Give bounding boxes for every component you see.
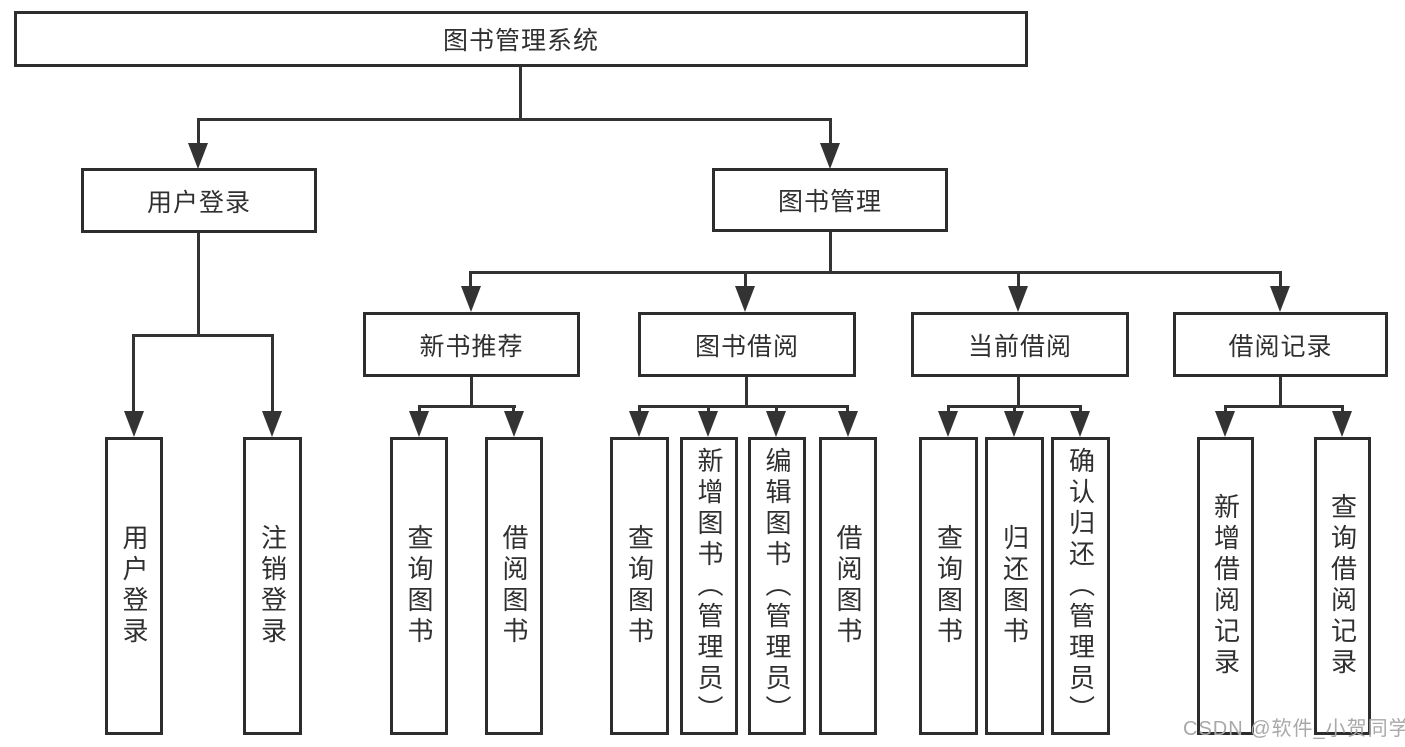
leaf-edit-book-admin: 编辑图书（管理员） — [748, 437, 806, 735]
arrowhead-down-icon — [735, 286, 755, 312]
connector-stub — [1013, 405, 1016, 413]
leaf-add-book-admin: 新增图书（管理员） — [680, 437, 738, 735]
connector-stub — [744, 271, 747, 288]
leaf-query-books: 查询图书 — [610, 437, 669, 735]
arrowhead-down-icon — [124, 411, 144, 437]
connector-level3-bar — [469, 271, 1282, 274]
leaf-add-borrow-record: 新增借阅记录 — [1197, 437, 1254, 735]
connector-stem — [470, 377, 473, 407]
node-new-book-recommend: 新书推荐 — [363, 312, 580, 377]
arrowhead-down-icon — [838, 411, 858, 437]
node-current-borrow: 当前借阅 — [911, 312, 1129, 377]
leaf-confirm-return-admin: 确认归还（管理员） — [1051, 437, 1110, 735]
connector-stem — [1017, 377, 1020, 407]
connector-stub — [132, 334, 135, 413]
arrowhead-down-icon — [1270, 286, 1290, 312]
connector-user-login-stem — [197, 233, 200, 336]
arrowhead-down-icon — [262, 411, 282, 437]
node-library-management-system: 图书管理系统 — [14, 11, 1028, 67]
connector-stub — [846, 405, 849, 413]
connector-stub — [1224, 405, 1227, 413]
leaf-user-login: 用户登录 — [105, 437, 163, 735]
connector-stub — [1017, 271, 1020, 288]
connector-book-mgmt-stem — [829, 232, 832, 273]
connector-stub — [469, 271, 472, 288]
leaf-query-borrow-record: 查询借阅记录 — [1314, 437, 1371, 735]
arrowhead-down-icon — [820, 143, 840, 169]
leaf-return-book: 归还图书 — [985, 437, 1044, 735]
arrowhead-down-icon — [629, 411, 649, 437]
arrowhead-down-icon — [938, 411, 958, 437]
connector-root-stem — [519, 67, 522, 120]
arrowhead-down-icon — [766, 411, 786, 437]
connector-stub — [418, 405, 421, 413]
node-book-borrow: 图书借阅 — [638, 312, 856, 377]
arrowhead-down-icon — [504, 411, 524, 437]
connector-bar — [418, 405, 516, 408]
connector-stub — [1341, 405, 1344, 413]
node-book-management: 图书管理 — [712, 168, 948, 232]
arrowhead-down-icon — [461, 286, 481, 312]
arrowhead-down-icon — [1004, 411, 1024, 437]
leaf-borrow-books: 借阅图书 — [819, 437, 877, 735]
connector-stub — [829, 118, 832, 146]
leaf-query-books: 查询图书 — [919, 437, 978, 735]
arrowhead-down-icon — [1332, 411, 1352, 437]
leaf-query-books: 查询图书 — [390, 437, 448, 735]
connector-stub — [271, 334, 274, 413]
node-user-login: 用户登录 — [81, 168, 317, 233]
arrowhead-down-icon — [1215, 411, 1235, 437]
arrowhead-down-icon — [1070, 411, 1090, 437]
arrowhead-down-icon — [188, 143, 208, 169]
connector-user-login-bar — [132, 334, 274, 337]
connector-stem — [745, 377, 748, 407]
csdn-watermark: CSDN @软件_小贺同学 — [1183, 718, 1405, 740]
connector-level1-bar — [197, 118, 832, 121]
connector-bar — [1224, 405, 1344, 408]
connector-stub — [1279, 271, 1282, 288]
leaf-logout: 注销登录 — [243, 437, 302, 735]
leaf-borrow-books: 借阅图书 — [485, 437, 543, 735]
connector-bar — [638, 405, 849, 408]
connector-stem — [1279, 377, 1282, 407]
connector-stub — [1079, 405, 1082, 413]
connector-stub — [197, 118, 200, 146]
arrowhead-down-icon — [1008, 286, 1028, 312]
arrowhead-down-icon — [409, 411, 429, 437]
connector-stub — [638, 405, 641, 413]
node-borrow-records: 借阅记录 — [1173, 312, 1388, 377]
connector-stub — [947, 405, 950, 413]
connector-stub — [512, 405, 515, 413]
connector-stub — [775, 405, 778, 413]
connector-stub — [707, 405, 710, 413]
arrowhead-down-icon — [698, 411, 718, 437]
